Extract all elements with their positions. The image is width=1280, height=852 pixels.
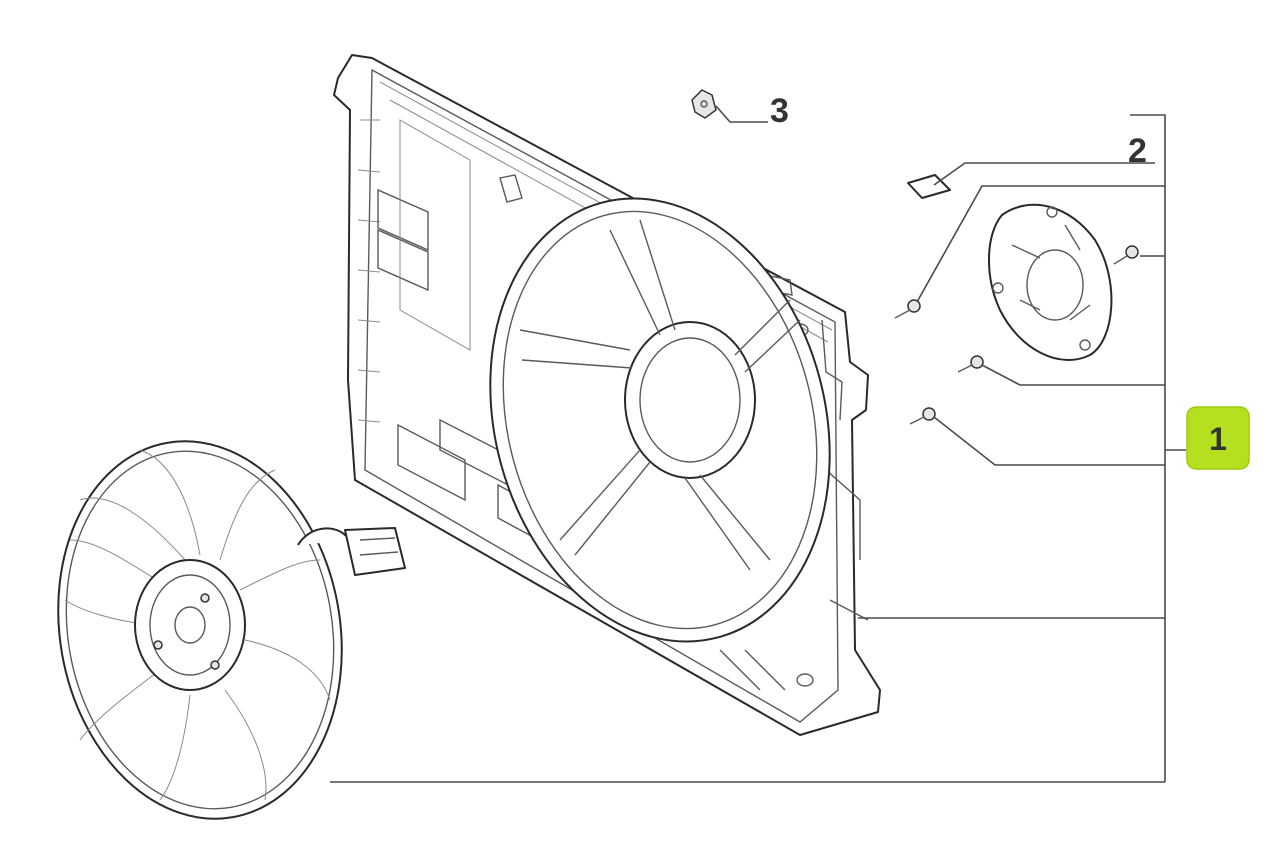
callout-3-label: 3: [770, 92, 789, 130]
shroud-fan-ring: [489, 197, 831, 643]
motor-cover-plate: [907, 174, 1113, 361]
callout-2: 2: [1128, 132, 1147, 170]
callout-3: 3: [770, 92, 789, 130]
cooling-fan-assembly: [57, 440, 406, 820]
screw-3: [909, 407, 936, 425]
screw-1: [894, 299, 921, 319]
callout-2-label: 2: [1128, 132, 1147, 170]
clip-fastener: [691, 89, 717, 119]
screw-fasteners: [691, 89, 1139, 425]
callout-1-badge[interactable]: 1: [1186, 406, 1250, 470]
screw-2: [957, 355, 984, 373]
callout-1-highlight[interactable]: [1186, 406, 1250, 470]
leader-lines: [330, 105, 1186, 783]
callout-1-label[interactable]: 1: [1209, 421, 1227, 457]
screw-4: [1113, 245, 1139, 265]
